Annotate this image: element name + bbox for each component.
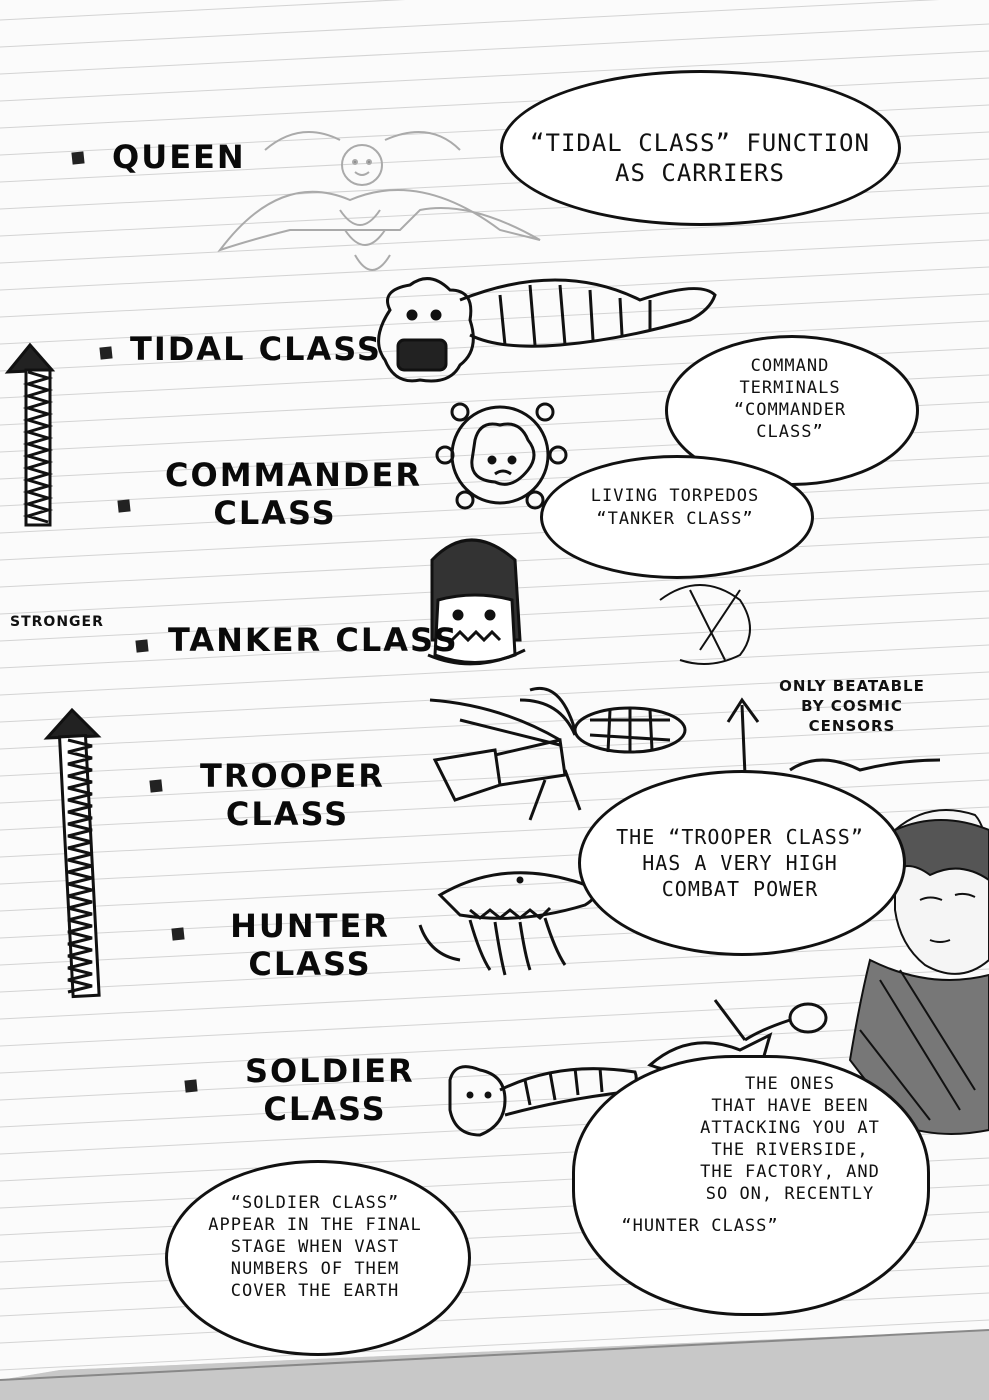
queen-bullet [71, 151, 85, 165]
bubble-soldier-line5: COVER THE EARTH [230, 1281, 400, 1301]
bubble-tidal-line1: “TIDAL CLASS” FUNCTION [530, 129, 870, 157]
rank-commander: COMMANDER CLASS [165, 456, 422, 532]
rank-trooper-line2: CLASS [225, 795, 350, 833]
bubble-soldier-line2: APPEAR IN THE FINAL [208, 1215, 422, 1235]
bubble-hunter-line1: THE ONES [745, 1074, 835, 1094]
rank-trooper: TROOPER CLASS [200, 757, 385, 833]
rank-soldier: SOLDIER CLASS [245, 1052, 415, 1128]
note-cosmic-line2: BY COSMIC [801, 697, 903, 715]
note-stronger: STRONGER [10, 614, 104, 630]
bubble-tidal-text: “TIDAL CLASS” FUNCTION AS CARRIERS [510, 128, 890, 188]
broken-emblem-doodle [659, 584, 751, 665]
note-cosmic-line1: ONLY BEATABLE [779, 677, 925, 695]
rank-hunter: HUNTER CLASS [230, 907, 390, 983]
bubble-hunter-line6: SO ON, RECENTLY [705, 1184, 875, 1204]
rank-trooper-line1: TROOPER [200, 757, 385, 795]
rank-soldier-line2: CLASS [263, 1090, 387, 1128]
trooper-bullet [149, 779, 163, 793]
rank-tanker: TANKER CLASS [168, 621, 459, 659]
bubble-hunter-text: THE ONES THAT HAVE BEEN ATTACKING YOU AT… [680, 1073, 900, 1205]
bubble-soldier-line3: STAGE WHEN VAST [230, 1237, 400, 1257]
rank-commander-line2: CLASS [213, 494, 337, 532]
rank-hunter-line1: HUNTER [230, 907, 390, 945]
bubble-tanker-line2: “TANKER CLASS” [596, 509, 754, 529]
commander-creature-doodle [435, 402, 568, 510]
bubble-trooper-line3: COMBAT POWER [661, 877, 819, 901]
bubble-commander-line4: CLASS” [756, 422, 824, 442]
bubble-tanker-text: LIVING TORPEDOS “TANKER CLASS” [550, 485, 800, 531]
stronger-arrow-lower [43, 707, 102, 999]
bubble-trooper-text: THE “TROOPER CLASS” HAS A VERY HIGH COMB… [590, 824, 890, 902]
tanker-bullet [135, 639, 149, 653]
bubble-tanker-line1: LIVING TORPEDOS [590, 486, 760, 506]
bubble-commander-line1: COMMAND [750, 356, 830, 376]
bubble-trooper-line2: HAS A VERY HIGH [642, 851, 838, 875]
note-cosmic-line3: CENSORS [808, 717, 896, 735]
bubble-tidal [500, 70, 901, 226]
bubble-commander-text: COMMAND TERMINALS “COMMANDER CLASS” [690, 355, 890, 443]
rank-hunter-line2: CLASS [248, 945, 372, 983]
tidal-bullet [99, 346, 113, 360]
commander-bullet [117, 499, 131, 513]
rank-tidal: TIDAL CLASS [130, 330, 382, 368]
bubble-trooper-line1: THE “TROOPER CLASS” [616, 825, 864, 849]
rank-queen: QUEEN [112, 138, 246, 176]
tidal-creature-doodle [377, 277, 717, 383]
bubble-soldier-line1: “SOLDIER CLASS” [230, 1193, 400, 1213]
cosmic-arrow-doodle [726, 697, 941, 776]
bubble-tanker [540, 455, 814, 579]
bubble-hunter-line4: THE RIVERSIDE, [711, 1140, 869, 1160]
rank-commander-line1: COMMANDER [165, 456, 422, 494]
bubble-commander-line2: TERMINALS [739, 378, 841, 398]
note-cosmic-censors: ONLY BEATABLE BY COSMIC CENSORS [772, 676, 932, 736]
bubble-hunter-name: “HUNTER CLASS” [621, 1216, 779, 1236]
hunter-bullet [171, 927, 185, 941]
bubble-soldier-line4: NUMBERS OF THEM [230, 1259, 400, 1279]
bubble-hunter [572, 1055, 930, 1316]
rank-soldier-line1: SOLDIER [245, 1052, 415, 1090]
bubble-soldier [165, 1160, 471, 1356]
bubble-hunter-line3: ATTACKING YOU AT [700, 1118, 880, 1138]
tanker-creature-doodle [427, 538, 526, 666]
bubble-hunter-line5: THE FACTORY, AND [700, 1162, 880, 1182]
stronger-arrow-upper [4, 342, 56, 527]
hunter-creature-doodle [418, 871, 597, 976]
bubble-trooper [578, 770, 906, 956]
soldier-creature-doodle [448, 1065, 638, 1137]
bubble-tidal-line2: AS CARRIERS [615, 159, 785, 187]
bubble-hunter-line2: THAT HAVE BEEN [711, 1096, 869, 1116]
queen-creature-doodle [217, 131, 541, 271]
bubble-soldier-text: “SOLDIER CLASS” APPEAR IN THE FINAL STAG… [180, 1192, 450, 1302]
bubble-commander-line3: “COMMANDER [733, 400, 847, 420]
trooper-creature-doodle [429, 687, 687, 821]
soldier-bullet [184, 1079, 198, 1093]
